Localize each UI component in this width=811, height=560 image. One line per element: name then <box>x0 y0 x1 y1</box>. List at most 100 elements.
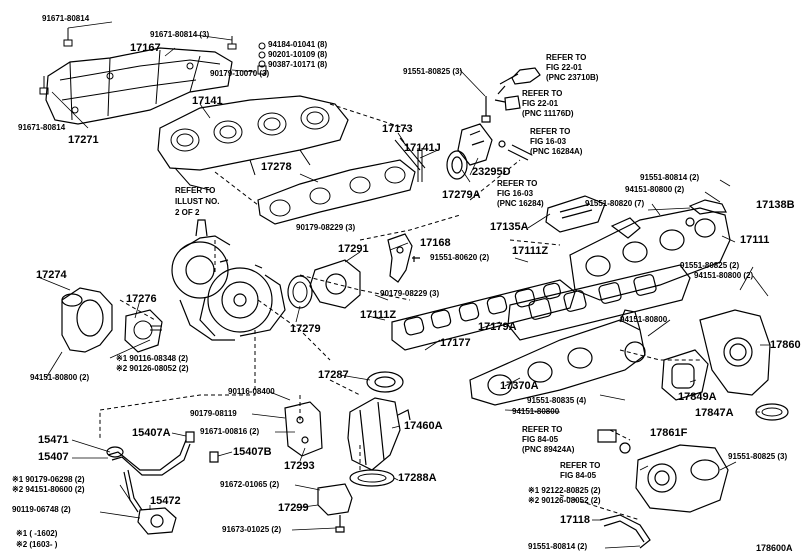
label-17293: 17293 <box>284 460 315 472</box>
note2-90126-08052-a: ※2 90126-08052 (2) <box>116 364 189 373</box>
heat-shield-17167 <box>45 47 233 125</box>
tube-16284 <box>498 140 533 161</box>
label-17287: 17287 <box>318 369 349 381</box>
refer-22-01a-line2: FIG 22-01 <box>546 63 583 72</box>
label-17288A: 17288A <box>398 472 437 484</box>
turbocharger <box>171 219 286 341</box>
label-17118: 17118 <box>560 514 590 526</box>
leader-lines <box>99 103 700 521</box>
refer-16-03b-line3: (PNC 16284) <box>497 199 544 208</box>
label-17271: 17271 <box>68 134 99 146</box>
pipe-17118 <box>599 514 651 549</box>
bracket-17293 <box>284 401 323 457</box>
label-90201-10109: 90201-10109 (8) <box>268 50 328 59</box>
note1-92122-80825: ※1 92122-80825 (2) <box>528 486 601 495</box>
label-15471: 15471 <box>38 434 69 446</box>
label-15407: 15407 <box>38 451 69 463</box>
label-91551-80814-2-top: 91551-80814 (2) <box>640 173 700 182</box>
label-17460A: 17460A <box>404 420 443 432</box>
union-15407a <box>185 431 219 463</box>
label-15407B: 15407B <box>233 446 272 458</box>
egr-valve-17861f <box>597 429 729 513</box>
label-23295D: 23295D <box>472 166 511 178</box>
gasket-17288a <box>349 469 395 487</box>
label-15472: 15472 <box>150 495 181 507</box>
refer-22-01b-line2: FIG 22-01 <box>522 99 559 108</box>
label-91673-01025-2: 91673-01025 (2) <box>222 525 282 534</box>
refer-22-01a-line3: (PNC 23710B) <box>546 73 599 82</box>
label-94151-80800-2-top: 94151-80800 (2) <box>625 185 685 194</box>
gasket-17278 <box>257 159 416 225</box>
label-17168: 17168 <box>420 237 451 249</box>
label-90179-10070: 90179-10070 (3) <box>210 69 270 78</box>
label-90179-08229-3-b: 90179-08229 (3) <box>380 289 440 298</box>
label-90179-08119: 90179-08119 <box>190 409 237 418</box>
label-94184-01041: 94184-01041 (8) <box>268 40 328 49</box>
label-17135A: 17135A <box>490 221 529 233</box>
refer-illust-line2: ILLUST NO. <box>175 197 220 206</box>
label-94151-80800-bottom: 94151-80800 <box>512 407 560 416</box>
label-15407A: 15407A <box>132 427 171 439</box>
label-17849A: 17849A <box>678 391 717 403</box>
label-17111: 17111 <box>740 234 770 246</box>
bracket-17138b <box>688 199 727 215</box>
pipe-23295d <box>457 123 493 166</box>
refer-16-03b-line1: REFER TO <box>497 179 538 188</box>
refer-84-05b-line1: REFER TO <box>560 461 601 470</box>
label-17177: 17177 <box>440 337 471 349</box>
refer-84-05a-line2: FIG 84-05 <box>522 435 559 444</box>
bracket-17168 <box>387 233 420 283</box>
elbow-17860 <box>699 309 771 396</box>
bracket-17299 <box>317 483 353 533</box>
legend-note-1: ※1 ( -1602) <box>16 529 58 538</box>
label-17291: 17291 <box>338 243 369 255</box>
note2-94151-80600: ※2 94151-80600 (2) <box>12 485 85 494</box>
label-17179A: 17179A <box>478 321 517 333</box>
label-90119-06748-2: 90119-06748 (2) <box>12 505 71 514</box>
intake-manifold-17111 <box>569 207 731 301</box>
refer-84-05a-line3: (PNC 89424A) <box>522 445 575 454</box>
label-17860: 17860 <box>770 339 801 351</box>
label-17279: 17279 <box>290 323 321 335</box>
label-94151-80800-2-right: 94151-80800 (2) <box>694 271 754 280</box>
gasket-17177 <box>391 279 576 351</box>
refer-22-01b-line1: REFER TO <box>522 89 563 98</box>
label-17279A: 17279A <box>442 189 481 201</box>
flange-17291 <box>309 259 361 309</box>
label-91551-80825-3-top: 91551-80825 (3) <box>403 67 463 76</box>
refer-84-05b-line2: FIG 84-05 <box>560 471 597 480</box>
refer-16-03a-line2: FIG 16-03 <box>530 137 567 146</box>
label-91551-80814-2-bottom: 91551-80814 (2) <box>528 542 588 551</box>
callout-lines <box>37 21 770 549</box>
label-90387-10171: 90387-10171 (8) <box>268 60 328 69</box>
exhaust-manifold-17141 <box>157 95 349 191</box>
label-91671-80814-top: 91671-80814 <box>42 14 90 23</box>
label-90116-08400: 90116-08400 <box>228 387 275 396</box>
label-17276: 17276 <box>126 293 157 305</box>
refer-16-03a-line1: REFER TO <box>530 127 571 136</box>
refer-22-01b-line3: (PNC 11176D) <box>522 109 574 118</box>
label-17167: 17167 <box>130 42 161 54</box>
label-17141J: 17141J <box>404 142 441 154</box>
refer-16-03a-line3: (PNC 16284A) <box>530 147 583 156</box>
refer-22-01a-line1: REFER TO <box>546 53 587 62</box>
gasket-17276 <box>124 309 163 353</box>
bolts-top-left <box>39 28 267 95</box>
refer-illust-line1: REFER TO <box>175 186 216 195</box>
label-17141: 17141 <box>192 95 223 107</box>
label-17861F: 17861F <box>650 427 688 439</box>
label-91671-80814-left: 91671-80814 <box>18 123 66 132</box>
label-91672-01065-2: 91672-01065 (2) <box>220 480 280 489</box>
label-17278: 17278 <box>261 161 292 173</box>
label-94151-80800-single: 94151-80800 <box>620 315 668 324</box>
label-91671-00816-2: 91671-00816 (2) <box>200 427 260 436</box>
gasket-17849a <box>661 349 709 401</box>
elbow-pipe-17274 <box>61 287 113 353</box>
gasket-17179a <box>507 264 691 341</box>
label-91551-80820-7: 91551-80820 (7) <box>585 199 645 208</box>
cover-17135a <box>545 195 606 233</box>
catalytic-converter-17460a <box>347 397 411 471</box>
refer-84-05a-line1: REFER TO <box>522 425 563 434</box>
